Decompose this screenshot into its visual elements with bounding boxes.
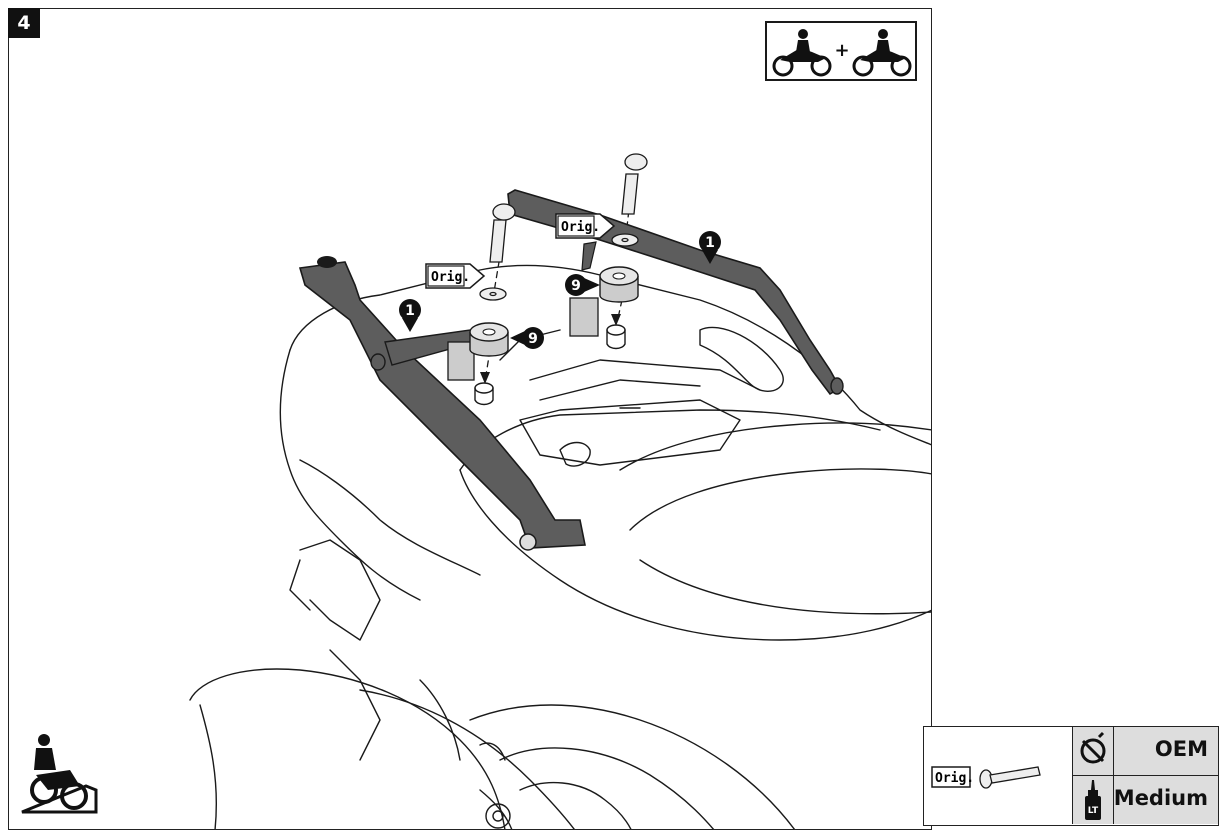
- part-number: 9: [571, 278, 581, 294]
- motorcycle-tail-outline: [189, 264, 931, 829]
- threadlock-bottle-icon: LT: [1073, 776, 1114, 824]
- callout-part-1-left: 1: [399, 299, 421, 332]
- two-riders-icon: +: [765, 21, 917, 81]
- callout-part-1-right: 1: [699, 231, 721, 264]
- rider-on-ramp-icon: [21, 734, 98, 814]
- step-number: 4: [8, 8, 40, 38]
- spacer-left: [447, 322, 509, 381]
- part-number: 1: [405, 303, 415, 319]
- threadlock-value: Medium: [1113, 786, 1208, 810]
- orig-tag-right: Orig.: [555, 213, 616, 239]
- spacer-right: [569, 266, 639, 337]
- guide-arrows: [480, 314, 621, 384]
- legend-fastener-cell: Orig.: [924, 727, 1073, 824]
- torque-value: OEM: [1154, 737, 1208, 761]
- no-torque-wrench-icon: [1073, 727, 1114, 775]
- orig-label: Orig.: [431, 270, 470, 285]
- legend-threadlock-row: LT Medium: [1073, 776, 1218, 824]
- legend-torque-row: OEM: [1073, 727, 1218, 776]
- orig-tag-left: Orig.: [425, 263, 486, 289]
- rack-left-bar: [298, 256, 586, 551]
- svg-text:LT: LT: [1088, 806, 1099, 816]
- orig-label: Orig.: [935, 771, 974, 786]
- part-number: 1: [705, 235, 715, 251]
- callout-part-9-right: 9: [565, 274, 600, 296]
- bolt-icon: Orig.: [931, 766, 1041, 789]
- bolts: [489, 153, 648, 263]
- legend-box: Orig. OEM LT Medium: [923, 726, 1219, 826]
- plus-sign: +: [834, 40, 849, 61]
- diagram-frame: [8, 8, 932, 830]
- orig-label: Orig.: [561, 220, 600, 235]
- callout-part-9-left: 9: [510, 327, 544, 349]
- washers: [479, 233, 639, 301]
- part-number: 9: [528, 331, 538, 347]
- rack-right-bar: [507, 189, 844, 396]
